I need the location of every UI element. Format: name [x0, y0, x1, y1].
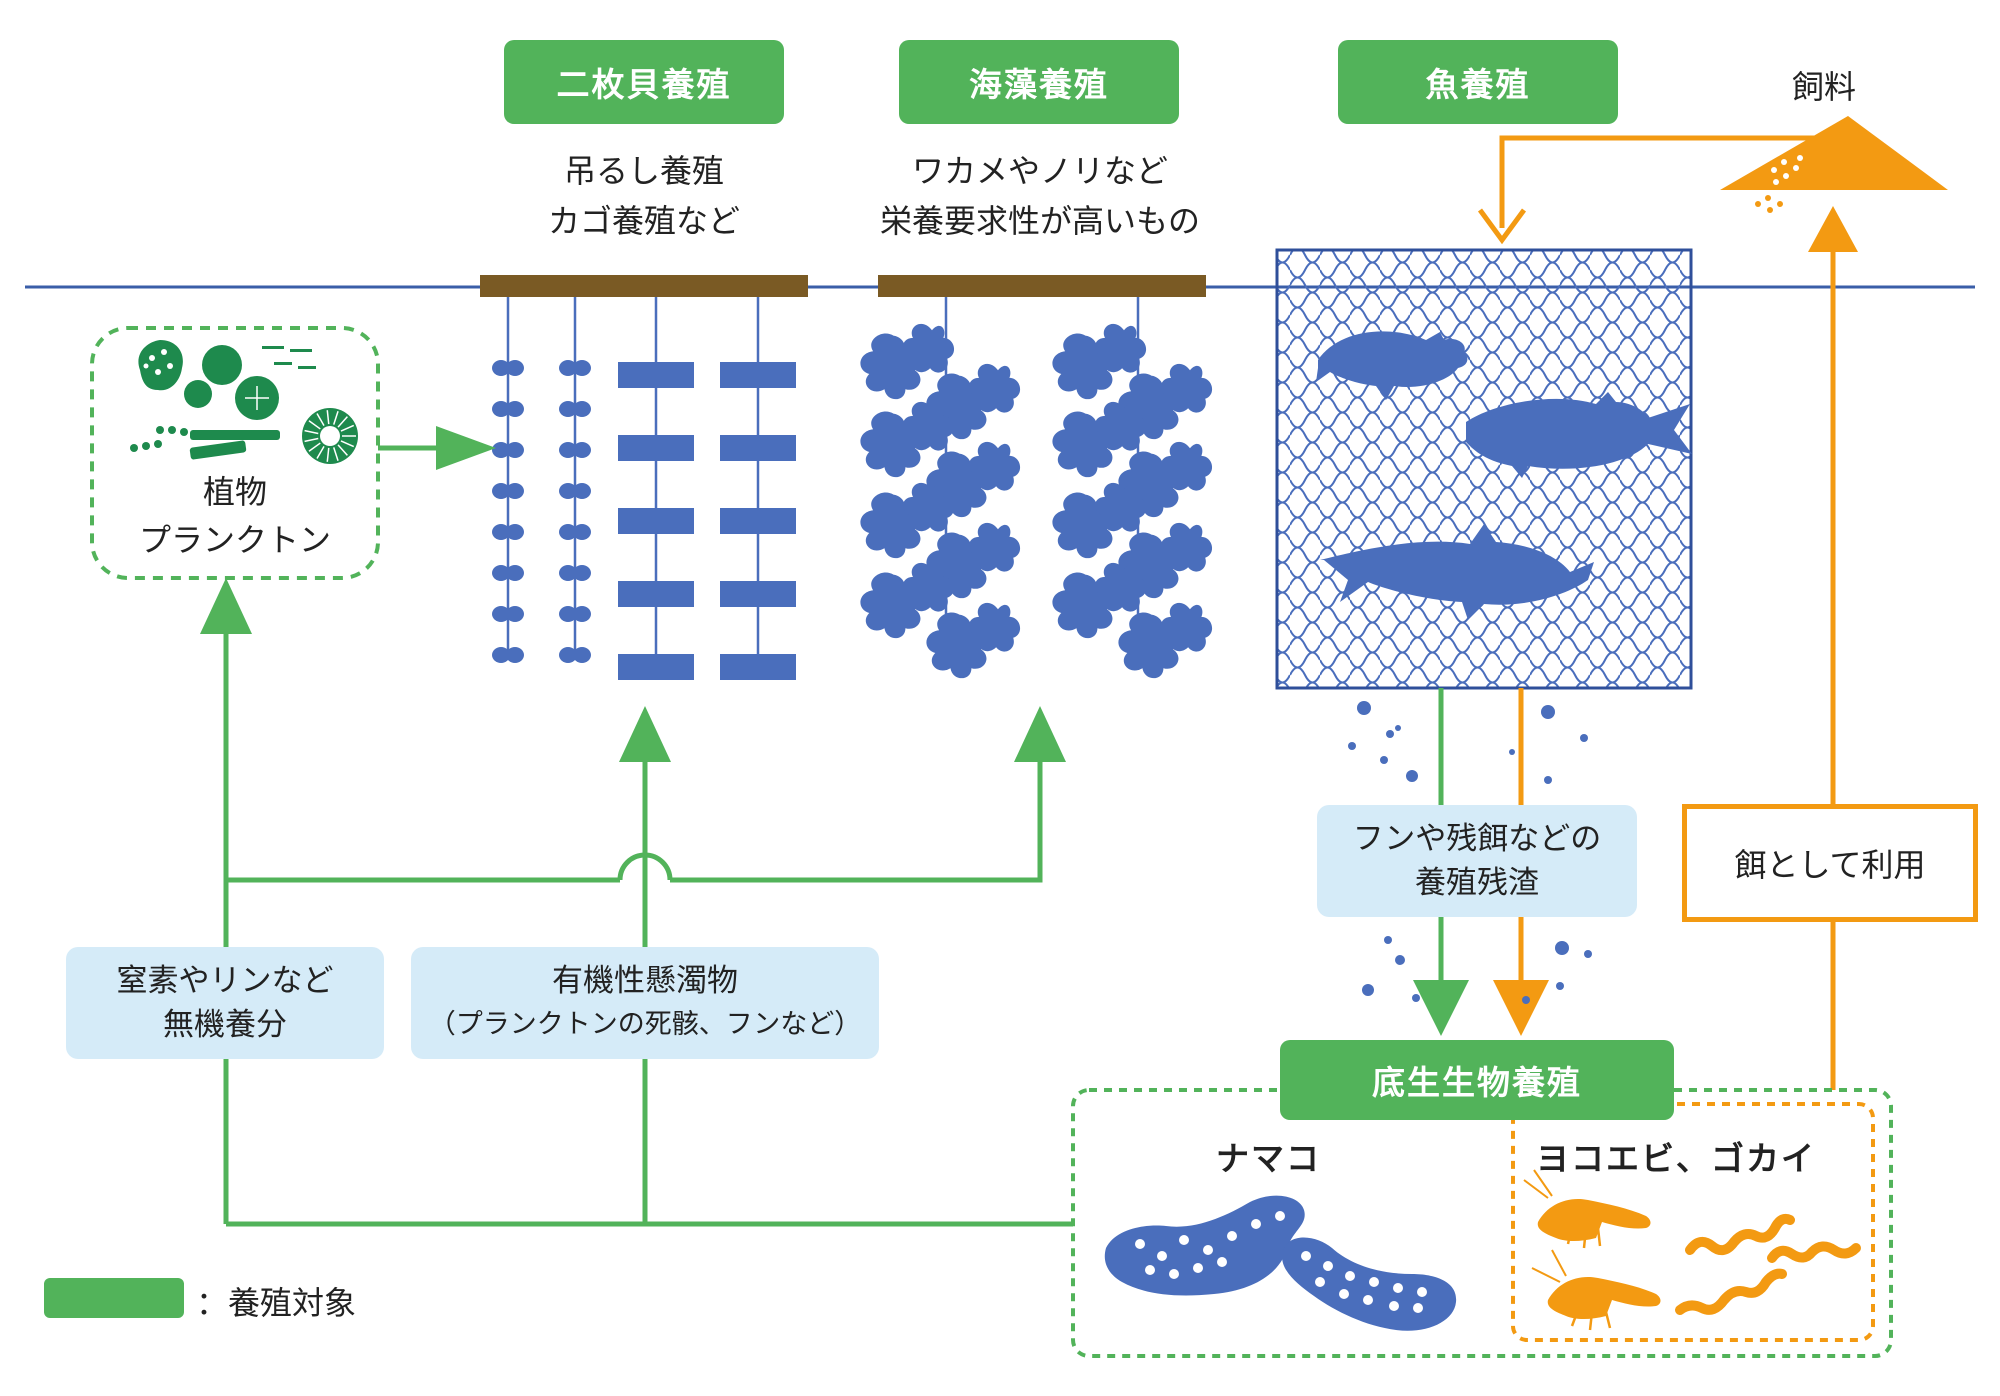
benthic-outer-box	[1071, 1088, 1893, 1358]
feed-label: 飼料	[1792, 68, 1857, 106]
aquaculture-residue-box: フンや残餌などの 養殖残渣	[1317, 805, 1637, 917]
inorganic-line1: 窒素やリンなど	[116, 963, 334, 999]
seaweed-note: ワカメやノリなど 栄養要求性が高いもの	[840, 146, 1240, 246]
bivalve-note-line2: カゴ養殖など	[547, 202, 740, 240]
plankton-label-line1: 植物	[202, 473, 267, 511]
seaweed-raft	[878, 275, 1206, 297]
legend-swatch	[44, 1278, 184, 1318]
amphipod-box	[1511, 1102, 1875, 1342]
use-as-feed-box: 餌として利用	[1682, 804, 1978, 922]
nutrient-to-bivalve-arrowhead	[619, 706, 671, 762]
feed-to-cage-line	[1499, 135, 1830, 228]
feed-return-arrowhead	[1808, 206, 1858, 252]
seaweed-note-line2: 栄養要求性が高いもの	[879, 202, 1200, 240]
organic-line1: 有機性懸濁物	[552, 963, 738, 999]
residue-orange-arrowhead	[1493, 980, 1549, 1036]
residue-green-arrowhead	[1413, 980, 1469, 1036]
nutrient-to-seaweed-arrowhead	[1014, 706, 1066, 762]
inorganic-nutrients-box: 窒素やリンなど 無機養分	[66, 947, 384, 1059]
sea-cucumber-spots	[1135, 1211, 1427, 1313]
organic-suspended-box: 有機性懸濁物 （プランクトンの死骸、フンなど）	[411, 947, 879, 1059]
residue-line1: フンや残餌などの	[1352, 821, 1602, 857]
nutrient-to-plankton-arrowhead	[200, 578, 252, 634]
benthic-header: 底生生物養殖	[1280, 1040, 1674, 1120]
feed-pile-icon	[1720, 116, 1948, 213]
bivalve-icon	[492, 297, 591, 663]
legend-label: ：養殖対象	[196, 1284, 357, 1322]
plankton-label: 植物 プランクトン	[92, 468, 378, 564]
amphipod-worm-label: ヨコエビ、ゴカイ	[1536, 1139, 1816, 1178]
residue-particles	[1348, 701, 1592, 1004]
plankton-to-bivalve-arrowhead	[436, 426, 496, 470]
organic-line2: （プランクトンの死骸、フンなど）	[428, 1009, 862, 1040]
inorganic-line2: 無機養分	[163, 1007, 287, 1043]
bivalve-header: 二枚貝養殖	[504, 40, 784, 124]
plankton-icon	[130, 340, 358, 464]
plankton-label-line2: プランクトン	[138, 521, 331, 559]
bivalve-note-line1: 吊るし養殖	[563, 152, 724, 190]
oyster-basket-icon	[618, 297, 796, 680]
residue-line2: 養殖残渣	[1415, 865, 1539, 901]
plankton-box	[90, 326, 380, 580]
shrimp-icon	[1523, 1169, 1661, 1331]
fish-icon	[1316, 331, 1692, 620]
nutrient-flow-lines	[223, 612, 1073, 1227]
seaweed-note-line1: ワカメやノリなど	[911, 152, 1168, 190]
bivalve-raft	[480, 275, 808, 297]
seaweed-icon	[860, 297, 1213, 679]
worm-icon	[1675, 1213, 1861, 1315]
fish-header: 魚養殖	[1338, 40, 1618, 124]
fishing-net-icon	[1275, 248, 1693, 690]
bivalve-note: 吊るし養殖 カゴ養殖など	[504, 146, 784, 246]
sea-cucumber-label: ナマコ	[1216, 1139, 1321, 1178]
feed-to-cage-arrowhead	[1477, 208, 1527, 245]
seaweed-header: 海藻養殖	[899, 40, 1179, 124]
